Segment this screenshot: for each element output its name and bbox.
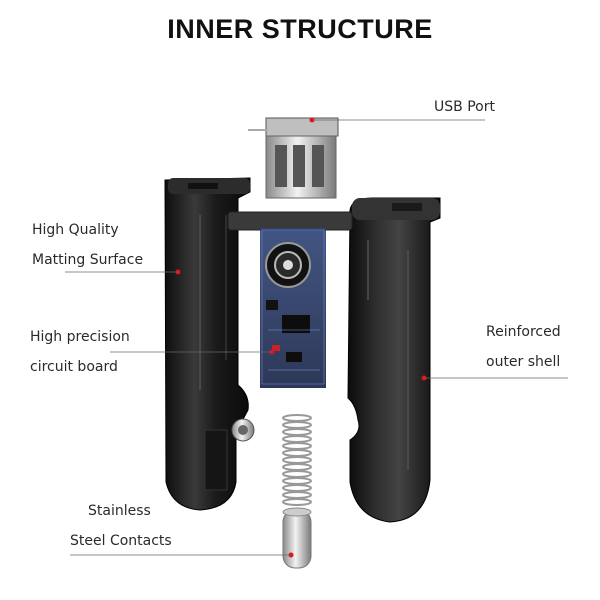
circuit-line2: circuit board (30, 359, 118, 375)
spring-coil (282, 414, 312, 422)
label-outer-shell: Reinforced outer shell (486, 317, 561, 377)
label-circuit-board: High precision circuit board (30, 322, 130, 382)
matting-line1: High Quality (32, 222, 119, 238)
contacts-line2: Steel Contacts (70, 533, 172, 549)
spring-coil (282, 435, 312, 443)
spring-coil (282, 428, 312, 436)
right-shell-half (347, 197, 441, 523)
circuit-board (227, 211, 353, 388)
spring-coil (282, 498, 312, 506)
shell-line1: Reinforced (486, 324, 561, 340)
circuit-line1: High precision (30, 329, 130, 345)
page-title: INNER STRUCTURE (167, 14, 433, 44)
shell-line2: outer shell (486, 354, 561, 370)
spring-coil (282, 484, 312, 492)
matting-line2: Matting Surface (32, 252, 144, 268)
leader-lines (65, 119, 568, 556)
spring-coil (282, 463, 312, 471)
spring-coil (282, 477, 312, 485)
label-matting-surface: High Quality Matting Surface (32, 215, 143, 275)
label-steel-contacts: Stainless Steel Contacts (70, 496, 172, 556)
contacts-line1: Stainless (88, 503, 151, 519)
usb-port (248, 117, 339, 199)
label-usb-port: USB Port (434, 92, 495, 122)
spring-coil (282, 421, 312, 429)
spring-coil (282, 442, 312, 450)
spring-coil (282, 449, 312, 457)
spring-contact (282, 414, 312, 569)
left-shell-half (164, 177, 255, 511)
spring-coil (282, 456, 312, 464)
usb-port-text: USB Port (434, 99, 495, 115)
spring-coil (282, 470, 312, 478)
spring-coil (282, 491, 312, 499)
